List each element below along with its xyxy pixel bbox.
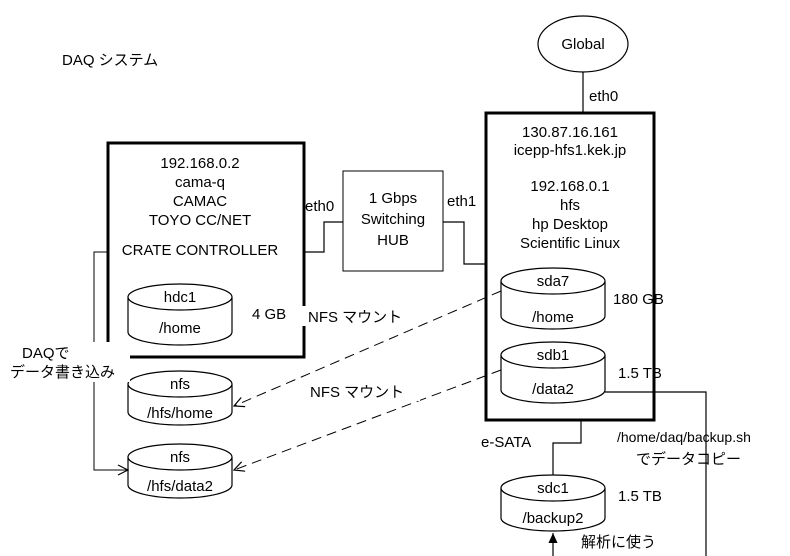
disk-sdb1-mount: /data2 [532,381,574,398]
nfs-mount-label-2: NFS マウント [310,384,404,401]
switching-hub-box [342,170,444,272]
hfs-name: hfs [560,197,580,214]
analysis-label: 解析に使う [581,534,656,551]
hfs-ip-local: 192.168.0.1 [530,178,609,195]
disk-nfs-home-name: nfs [170,376,190,393]
disk-sdc1-name: sdc1 [537,480,569,497]
hfs-server: 130.87.16.161 icepp-hfs1.kek.jp 192.168.… [484,111,656,422]
disk-nfs-home-mount: /hfs/home [147,405,213,422]
backup-link [605,391,707,556]
disk-nfs-data2: nfs /hfs/data2 [127,443,233,499]
hfs-eth0-label: eth0 [589,88,618,105]
disk-hdc1-mount: /home [159,320,201,337]
hub-speed: 1 Gbps [369,190,417,207]
disk-sdb1-name: sdb1 [537,347,570,364]
disk-nfs-data2-name: nfs [170,449,190,466]
global-label: Global [561,36,604,53]
disk-nfs-data2-top [127,443,233,471]
disk-nfs-home-top [127,370,233,398]
disk-sdc1-mount: /backup2 [523,510,584,527]
esata-label: e-SATA [481,434,531,451]
camac-hub-link [304,221,343,253]
camac-controller-label: CRATE CONTROLLER [122,242,279,259]
disk-hdc1-name: hdc1 [164,289,197,306]
daq-label-bg [8,342,130,382]
camac-type: CAMAC [173,193,227,210]
disk-hdc1: hdc1 /home [127,283,233,346]
disk-nfs-home: nfs /hfs/home [127,370,233,426]
disk-hdc1-size: 4 GB [252,306,286,323]
disk-sdb1-top [500,341,606,369]
hfs-ip-global: 130.87.16.161 [522,124,618,141]
disk-sdb1-body [500,355,606,404]
disk-nfs-data2-mount: /hfs/data2 [147,478,213,495]
disk-sda7-name: sda7 [537,273,570,290]
disk-hdc1-body [127,297,233,346]
nfs-mount-home-arrow [234,290,502,406]
backup-script-label: /home/daq/backup.sh [617,429,751,445]
nfs-label-1-bg [302,306,418,326]
hub-type: Switching [361,211,425,228]
switching-hub: 1 Gbps Switching HUB [342,170,444,272]
backup-copy-label: でデータコピー [636,450,741,468]
global-network: Global [537,15,629,73]
disk-sdc1-size: 1.5 TB [618,488,662,505]
camac-eth0-label: eth0 [305,198,334,215]
hfs-hostname: icepp-hfs1.kek.jp [514,142,627,159]
disk-sda7-size: 180 GB [613,291,664,308]
disk-hdc1-top [127,283,233,311]
camac-vendor: TOYO CC/NET [149,212,251,229]
hfs-eth1-label: eth1 [447,193,476,210]
disk-sdb1: sdb1 /data2 [500,341,606,404]
hub-hfs-link [443,221,486,265]
disk-sda7-top [500,267,606,295]
daq-write-label-1: DAQで [22,345,70,362]
disk-sdc1: sdc1 /backup2 [500,474,606,532]
hub-label: HUB [377,232,409,249]
disk-sda7-body [500,281,606,330]
disk-sda7: sda7 /home [500,267,606,330]
nfs-label-2-bg [304,381,420,401]
nfs-mount-label-1: NFS マウント [308,309,402,326]
esata-link [552,420,582,475]
daq-write-label-2: データ書き込み [10,363,115,381]
disk-sda7-mount: /home [532,309,574,326]
page-title: DAQ システム [62,52,158,69]
hfs-model: hp Desktop [532,216,608,233]
hfs-os: Scientific Linux [520,235,621,252]
camac-ip: 192.168.0.2 [160,155,239,172]
camac-hostname: cama-q [175,174,225,191]
disk-sdb1-size: 1.5 TB [618,365,662,382]
